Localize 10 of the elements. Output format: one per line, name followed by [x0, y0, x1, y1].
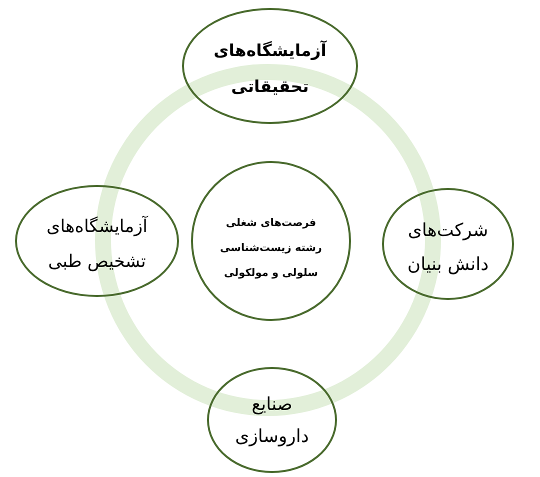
ellipse-outline [15, 185, 179, 297]
node-label: آزمایشگاه‌های تحقیقاتی [212, 39, 328, 98]
node-label: صنایع داروسازی [234, 393, 310, 449]
ellipse-outline [207, 367, 337, 473]
ellipse-outline [182, 8, 358, 124]
ellipse-outline [382, 188, 514, 300]
node-label: آزمایشگاه‌های تشخیص طبی [46, 214, 150, 274]
node-label: شرکت‌های دانش بنیان [406, 219, 490, 277]
node-label: فرصت‌های شغلی رشته زیست‌شناسی سلولی و مولکولی [219, 216, 323, 281]
circle-outline [191, 161, 351, 321]
